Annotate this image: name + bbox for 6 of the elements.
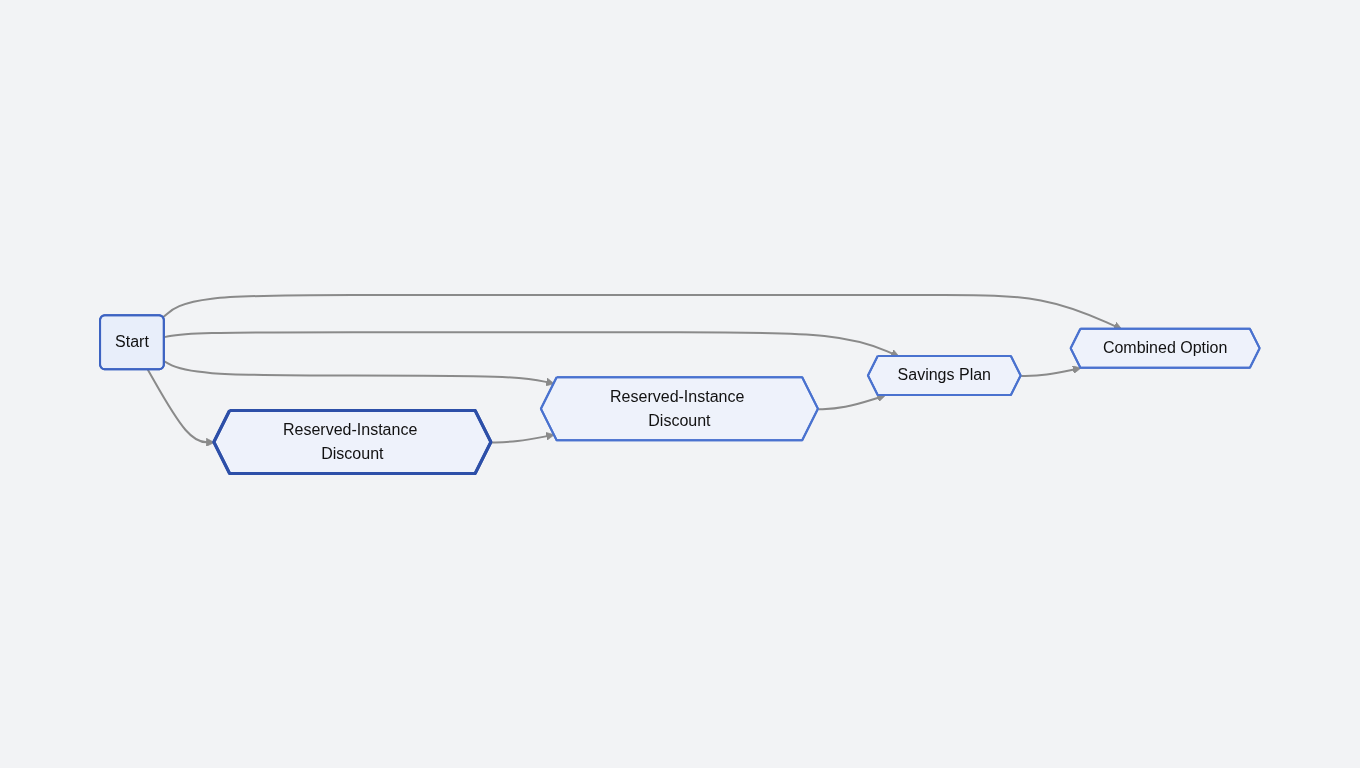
arrow [162,293,1123,330]
arrow [490,431,555,444]
arrow [147,368,215,447]
arrow [817,393,886,410]
arrow [163,360,555,387]
arrow [1020,365,1082,377]
